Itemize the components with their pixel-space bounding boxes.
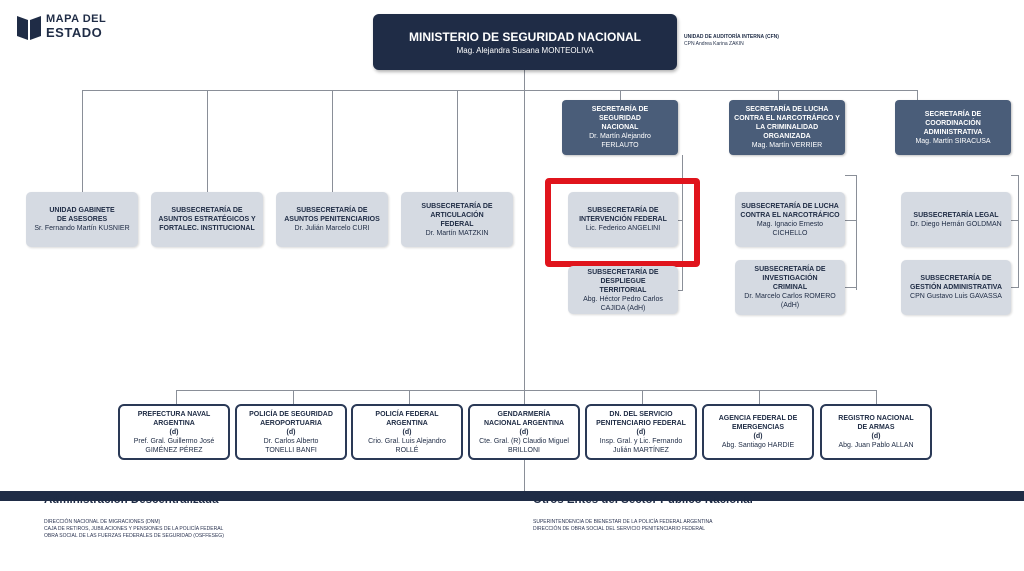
list-item: DIRECCIÓN NACIONAL DE MIGRACIONES (DNM): [44, 519, 161, 525]
logo-line2: ESTADO: [46, 25, 103, 40]
unit-name: Mag. Ignacio Ernesto CICHELLO: [756, 220, 824, 237]
unit-name: Dr. Martín MATZKIN: [425, 229, 489, 237]
secretaria-seguridad-nacional: SECRETARÍA DE SEGURIDAD NACIONAL Dr. Mar…: [562, 100, 678, 155]
logo-line1: MAPA DEL: [46, 13, 107, 25]
unit-gabinete-asesores: UNIDAD GABINETE DE ASESORES Sr. Fernando…: [26, 192, 138, 247]
entity-name: Cte. Gral. (R) Claudio Miguel BRILLONI: [479, 437, 569, 454]
entity-servicio-penitenciario: DN. DEL SERVICIO PENITENCIARIO FEDERAL (…: [585, 404, 697, 460]
secretaria-lucha-narcotrafico: SECRETARÍA DE LUCHA CONTRA EL NARCOTRÁFI…: [729, 100, 845, 155]
unit-title: SUBSECRETARÍA DE ASUNTOS PENITENCIARIOS: [284, 207, 380, 223]
entity-agencia-emergencias: AGENCIA FEDERAL DE EMERGENCIAS (d) Abg. …: [702, 404, 814, 460]
subsecretaria-investigacion-criminal: SUBSECRETARÍA DE INVESTIGACIÓN CRIMINAL …: [735, 260, 845, 315]
entity-title: REGISTRO NACIONAL DE ARMAS: [838, 415, 914, 431]
entity-gendarmeria: GENDARMERÍA NACIONAL ARGENTINA (d) Cte. …: [468, 404, 580, 460]
unit-title: SUBSECRETARÍA DE INTERVENCIÓN FEDERAL: [579, 207, 667, 223]
unit-title: SUBSECRETARÍA DE INVESTIGACIÓN CRIMINAL: [754, 266, 826, 291]
subsecretaria-asuntos-penitenciarios: SUBSECRETARÍA DE ASUNTOS PENITENCIARIOS …: [276, 192, 388, 247]
ministry-name: Mag. Alejandra Susana MONTEOLIVA: [456, 45, 594, 55]
subsecretaria-despliegue-territorial: SUBSECRETARÍA DE DESPLIEGUE TERRITORIAL …: [568, 266, 678, 314]
entity-title: AGENCIA FEDERAL DE EMERGENCIAS: [718, 415, 798, 431]
entity-title: DN. DEL SERVICIO PENITENCIARIO FEDERAL: [596, 410, 686, 427]
audit-title: UNIDAD DE AUDITORÍA INTERNA (CFN): [684, 34, 779, 40]
entity-d: (d): [871, 433, 881, 440]
book-logo-icon: [17, 16, 41, 40]
entity-d: (d): [402, 428, 412, 436]
list-item: CAJA DE RETIROS, JUBILACIONES Y PENSIONE…: [44, 526, 224, 532]
secretariat-title: SECRETARÍA DE COORDINACIÓN ADMINISTRATIV…: [923, 110, 983, 136]
entity-d: (d): [286, 428, 296, 436]
unit-title: SUBSECRETARÍA LEGAL: [913, 211, 999, 219]
secretariat-name: Dr. Martín Alejandro FERLAUTO: [589, 133, 651, 149]
entity-d: (d): [169, 428, 179, 436]
footer-left-list: DIRECCIÓN NACIONAL DE MIGRACIONES (DNM) …: [44, 519, 344, 540]
entity-name: Pref. Gral. Guillermo José GIMÉNEZ PÉREZ: [133, 437, 215, 454]
footer-right-list: SUPERINTENDENCIA DE BIENESTAR DE LA POLI…: [533, 519, 833, 533]
footer-bar: [0, 491, 1024, 501]
secretariat-name: Mag. Martín SIRACUSA: [915, 137, 991, 145]
subsecretaria-lucha-narcotrafico: SUBSECRETARÍA DE LUCHA CONTRA EL NARCOTR…: [735, 192, 845, 247]
unit-name: Lic. Federico ANGELINI: [585, 225, 661, 232]
entity-d: (d): [519, 428, 529, 436]
secretariat-name: Mag. Martín VERRIER: [751, 142, 823, 149]
secretariat-title: SECRETARÍA DE SEGURIDAD NACIONAL: [591, 106, 649, 131]
unit-title: SUBSECRETARÍA DE ASUNTOS ESTRATÉGICOS Y …: [158, 207, 256, 232]
footer-right-heading: Otros Entes del Sector Público Nacional: [533, 494, 753, 506]
unit-title: SUBSECRETARÍA DE ARTICULACIÓN FEDERAL: [421, 202, 493, 228]
entity-title: POLICÍA FEDERAL ARGENTINA: [375, 410, 439, 427]
ministry-box: MINISTERIO DE SEGURIDAD NACIONAL Mag. Al…: [373, 14, 677, 70]
ministry-title: MINISTERIO DE SEGURIDAD NACIONAL: [408, 29, 641, 44]
audit-unit: UNIDAD DE AUDITORÍA INTERNA (CFN) CPN An…: [684, 34, 834, 47]
subsecretaria-gestion-administrativa: SUBSECRETARÍA DE GESTIÓN ADMINISTRATIVA …: [901, 260, 1011, 315]
audit-name: CPN Andrea Karina ZAKIN: [684, 41, 744, 47]
entity-d: (d): [636, 428, 646, 436]
entity-policia-aeroportuaria: POLICÍA DE SEGURIDAD AEROPORTUARIA (d) D…: [235, 404, 347, 460]
entity-title: POLICÍA DE SEGURIDAD AEROPORTUARIA: [249, 410, 333, 427]
entity-prefectura-naval: PREFECTURA NAVAL ARGENTINA (d) Pref. Gra…: [118, 404, 230, 460]
entity-registro-armas: REGISTRO NACIONAL DE ARMAS (d) Abg. Juan…: [820, 404, 932, 460]
unit-name: Dr. Marcelo Carlos ROMERO (AdH): [744, 293, 836, 309]
entity-title: GENDARMERÍA NACIONAL ARGENTINA: [483, 410, 565, 427]
highlight-frame: [545, 178, 700, 267]
entity-title: PREFECTURA NAVAL ARGENTINA: [137, 410, 211, 427]
subsecretaria-legal: SUBSECRETARÍA LEGAL Dr. Diego Hernán GOL…: [901, 192, 1011, 247]
entity-policia-federal: POLICÍA FEDERAL ARGENTINA (d) Crio. Gral…: [351, 404, 463, 460]
list-item: SUPERINTENDENCIA DE BIENESTAR DE LA POLI…: [533, 519, 713, 525]
unit-title: SUBSECRETARÍA DE LUCHA CONTRA EL NARCOTR…: [740, 202, 840, 219]
secretariat-title: SECRETARÍA DE LUCHA CONTRA EL NARCOTRÁFI…: [734, 106, 840, 140]
unit-name: Sr. Fernando Martín KUSNIER: [34, 225, 130, 232]
entity-name: Abg. Juan Pablo ALLAN: [838, 442, 914, 449]
entity-d: (d): [753, 433, 763, 440]
footer-left-heading: Administración Descentralizada: [44, 494, 219, 506]
unit-title: UNIDAD GABINETE DE ASESORES: [49, 207, 115, 223]
unit-title: SUBSECRETARÍA DE DESPLIEGUE TERRITORIAL: [587, 268, 659, 294]
list-item: DIRECCIÓN DE OBRA SOCIAL DEL SERVICIO PE…: [533, 526, 706, 532]
unit-name: CPN Gustavo Luis GAVASSA: [910, 293, 1002, 300]
entity-name: Abg. Santiago HARDIE: [721, 442, 795, 449]
unit-name: Dr. Diego Hernán GOLDMAN: [910, 220, 1002, 228]
secretaria-coordinacion-administrativa: SECRETARÍA DE COORDINACIÓN ADMINISTRATIV…: [895, 100, 1011, 155]
logo: MAPA DEL ESTADO: [16, 12, 111, 42]
subsecretaria-articulacion-federal: SUBSECRETARÍA DE ARTICULACIÓN FEDERAL Dr…: [401, 192, 513, 247]
list-item: OBRA SOCIAL DE LAS FUERZAS FEDERALES DE …: [44, 533, 224, 539]
entity-name: Insp. Gral. y Lic. Fernando Julián MARTÍ…: [599, 437, 683, 454]
entity-name: Crio. Gral. Luis Alejandro ROLLÉ: [368, 437, 446, 454]
subsecretaria-intervencion-federal: SUBSECRETARÍA DE INTERVENCIÓN FEDERAL Li…: [568, 192, 678, 247]
unit-title: SUBSECRETARÍA DE GESTIÓN ADMINISTRATIVA: [909, 275, 1003, 291]
entity-name: Dr. Carlos Alberto TONELLI BANFI: [263, 437, 319, 454]
unit-name: Abg. Héctor Pedro Carlos CAJIDA (AdH): [583, 295, 663, 312]
unit-name: Dr. Julián Marcelo CURI: [294, 225, 370, 232]
subsecretaria-asuntos-estrategicos: SUBSECRETARÍA DE ASUNTOS ESTRATÉGICOS Y …: [151, 192, 263, 247]
